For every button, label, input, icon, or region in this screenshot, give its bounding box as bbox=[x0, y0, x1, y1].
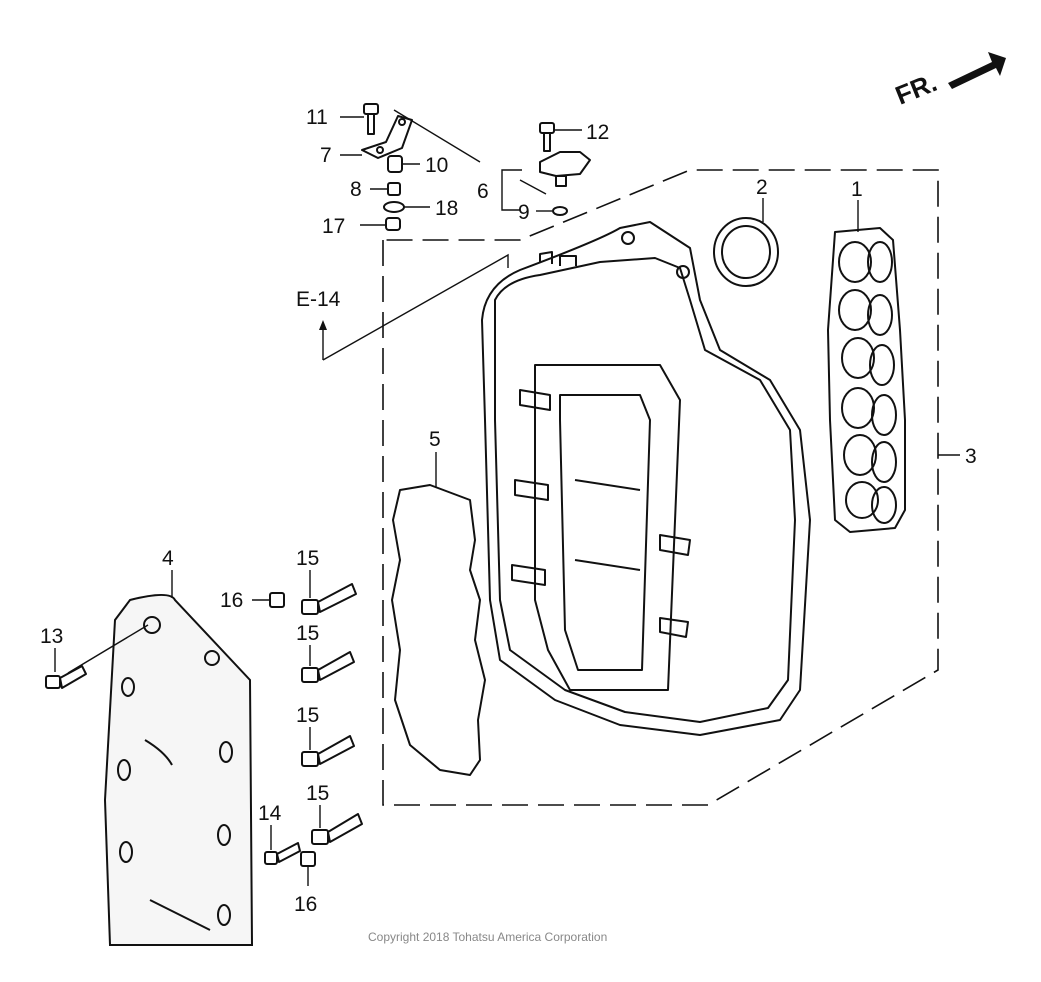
copyright-text: Copyright 2018 Tohatsu America Corporati… bbox=[368, 930, 607, 944]
front-direction-indicator: FR. bbox=[891, 52, 1006, 111]
callout-4: 4 bbox=[162, 547, 174, 570]
callout-11: 11 bbox=[306, 106, 328, 129]
intake-manifold bbox=[481, 221, 811, 736]
oring-9 bbox=[552, 206, 568, 216]
reference-label: E-14 bbox=[296, 288, 341, 311]
callout-15b: 15 bbox=[296, 622, 319, 645]
manifold-gasket bbox=[827, 227, 906, 533]
bolt-15c bbox=[301, 735, 355, 767]
side-cover bbox=[103, 594, 254, 946]
callout-12: 12 bbox=[586, 121, 609, 144]
leader-6-bracket bbox=[501, 169, 522, 211]
callout-5: 5 bbox=[429, 428, 441, 451]
fr-label: FR. bbox=[891, 67, 941, 111]
oring bbox=[713, 217, 779, 287]
bolt-15d bbox=[311, 813, 363, 845]
bolt-14 bbox=[264, 842, 301, 865]
bolt-13 bbox=[45, 624, 149, 689]
leader-6 bbox=[519, 179, 547, 195]
cover-gasket bbox=[391, 484, 486, 776]
callout-2: 2 bbox=[756, 176, 768, 199]
callout-10: 10 bbox=[425, 154, 448, 177]
nut-16a bbox=[269, 592, 285, 608]
nut-16b bbox=[300, 851, 316, 867]
callout-3: 3 bbox=[965, 445, 977, 468]
callout-9: 9 bbox=[518, 201, 530, 224]
callout-14: 14 bbox=[258, 802, 282, 825]
grommet-10 bbox=[387, 155, 403, 173]
reference-leader bbox=[322, 253, 509, 361]
sensor-6 bbox=[539, 151, 591, 187]
callout-15c: 15 bbox=[296, 704, 319, 727]
bolt-15b bbox=[301, 651, 355, 683]
grommet-17 bbox=[385, 217, 401, 231]
callout-17: 17 bbox=[322, 215, 345, 238]
front-arrow-icon bbox=[948, 52, 1006, 89]
washer-18 bbox=[383, 201, 405, 213]
callout-16a: 16 bbox=[220, 589, 243, 612]
bracket-7 bbox=[361, 109, 481, 163]
callout-6: 6 bbox=[477, 180, 489, 203]
bolt-12 bbox=[539, 122, 555, 152]
bolt-15a bbox=[301, 583, 357, 615]
callout-8: 8 bbox=[350, 178, 362, 201]
callout-13: 13 bbox=[40, 625, 63, 648]
callout-7: 7 bbox=[320, 144, 332, 167]
callout-15d: 15 bbox=[306, 782, 329, 805]
callout-1: 1 bbox=[851, 178, 863, 201]
reference-arrow-icon bbox=[319, 320, 327, 330]
collar-8 bbox=[387, 182, 401, 196]
assembly-boundary bbox=[382, 169, 939, 806]
callout-18: 18 bbox=[435, 197, 458, 220]
callout-16b: 16 bbox=[294, 893, 317, 916]
bolt-11 bbox=[363, 103, 379, 135]
callout-15a: 15 bbox=[296, 547, 319, 570]
